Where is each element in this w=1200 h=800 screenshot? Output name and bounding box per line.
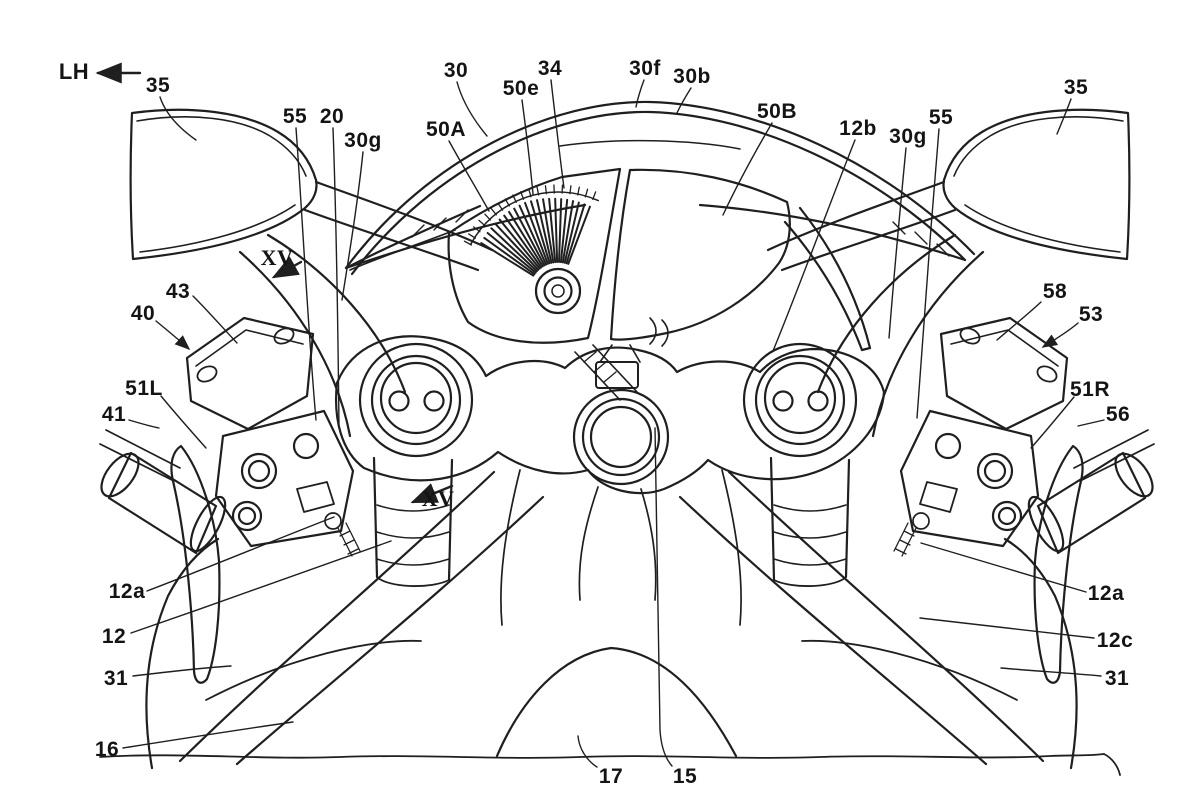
- steering-stem-nut: [572, 388, 670, 486]
- fork-legs: [372, 456, 851, 626]
- ref-label-51L: 51L: [125, 377, 163, 400]
- left-grip: [107, 451, 218, 555]
- display-50B: [609, 168, 791, 341]
- left-handlebar-controls: [99, 316, 361, 684]
- right-switch-housing: [899, 409, 1040, 548]
- view-marker-xv-upper: XV: [260, 245, 294, 270]
- ref-label-55-left: 55: [282, 105, 308, 128]
- ref-label-30g-right: 30g: [889, 125, 927, 148]
- ref-label-20: 20: [319, 105, 345, 128]
- ref-label-12: 12: [101, 625, 127, 648]
- instrument-panel: [447, 167, 791, 401]
- ref-label-12c: 12c: [1096, 629, 1134, 652]
- ref-label-12b: 12b: [839, 117, 877, 140]
- ref-label-15: 15: [672, 765, 698, 788]
- ref-label-30: 30: [443, 59, 469, 82]
- ref-label-31-left: 31: [103, 667, 129, 690]
- leader-lines: [122, 79, 1105, 768]
- ref-label-34: 34: [537, 57, 563, 80]
- ref-label-50e: 50e: [502, 77, 540, 100]
- ref-label-40: 40: [130, 302, 156, 325]
- ref-label-43: 43: [165, 280, 191, 303]
- ref-label-50B: 50B: [756, 100, 798, 123]
- ref-label-31-right: 31: [1104, 667, 1130, 690]
- windshield: [344, 100, 976, 352]
- ref-label-58: 58: [1042, 280, 1068, 303]
- ref-label-51R: 51R: [1069, 378, 1111, 401]
- ref-label-30b: 30b: [673, 65, 711, 88]
- ref-label-30g-left: 30g: [344, 129, 382, 152]
- ground-line: [99, 753, 1105, 759]
- right-fork-cap: [742, 342, 858, 458]
- view-marker-xv-center: XV: [421, 486, 455, 511]
- arrows: [95, 62, 454, 504]
- ref-label-50A: 50A: [425, 118, 467, 141]
- right-mirror: [766, 108, 1131, 272]
- gauge-needle-fan: [463, 184, 600, 277]
- xv-view-arrow-center: [410, 483, 454, 504]
- triple-clamp: [335, 335, 886, 495]
- left-reservoir: [185, 316, 315, 431]
- right-reservoir: [939, 316, 1069, 431]
- ref-label-16: 16: [94, 738, 120, 761]
- ref-label-53: 53: [1078, 303, 1104, 326]
- lower-fairing: [99, 470, 1121, 776]
- ref-label-41: 41: [101, 403, 127, 426]
- ref-label-56: 56: [1105, 403, 1131, 426]
- ref-label-55-right: 55: [928, 106, 954, 129]
- xv-view-arrow-upper: [271, 256, 303, 279]
- left-switch-housing: [214, 409, 355, 548]
- direction-label-lh: LH: [58, 59, 90, 84]
- ref-label-12a-right: 12a: [1087, 582, 1125, 605]
- right-handlebar-controls: [893, 316, 1155, 684]
- left-mirror: [129, 108, 494, 272]
- ref-label-35-left: 35: [145, 74, 171, 97]
- ref-label-30f: 30f: [629, 57, 661, 80]
- left-brake-lever: [170, 444, 221, 684]
- front-fender: [495, 646, 738, 758]
- left-fork-cap: [358, 342, 474, 458]
- right-brake-lever: [1033, 444, 1084, 684]
- ref-label-17: 17: [598, 765, 624, 788]
- ref-label-35-right: 35: [1063, 76, 1089, 99]
- ref-label-12a-left: 12a: [108, 580, 146, 603]
- gauge-hub: [534, 267, 582, 315]
- right-grip: [1036, 451, 1147, 555]
